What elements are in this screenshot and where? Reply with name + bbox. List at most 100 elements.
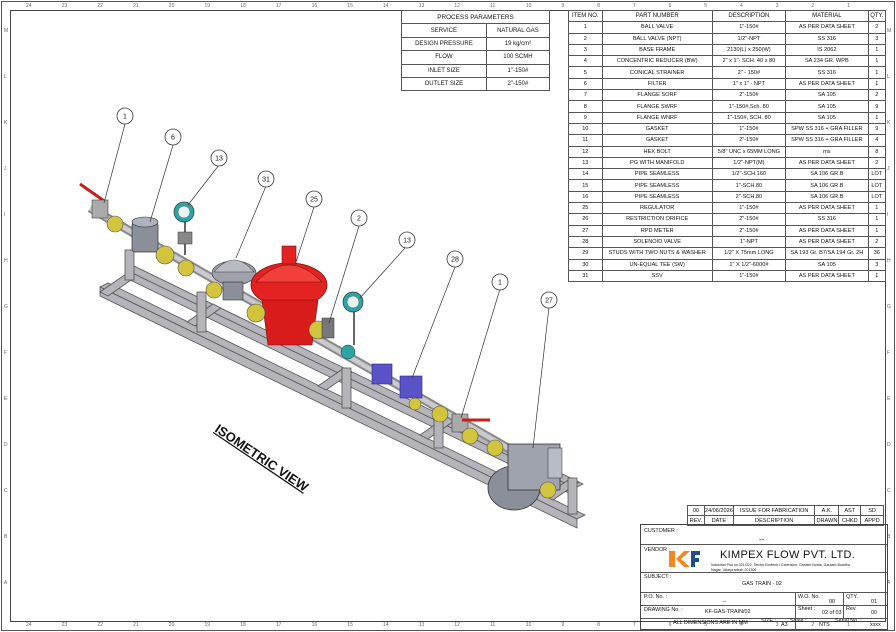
bom-header-row: ITEM NO. PART NUMBER DESCRIPTION MATERIA… xyxy=(568,9,887,23)
scale-label: Scale : xyxy=(790,618,807,624)
callout-bubble: 2 xyxy=(350,209,368,227)
callout-circle xyxy=(257,170,275,188)
zone-letter: E xyxy=(4,396,8,402)
callout-number: 2 xyxy=(357,215,361,222)
zone-number: 23 xyxy=(61,3,68,9)
bom-header: QTY. xyxy=(867,9,887,23)
zone-letter: E xyxy=(887,396,891,402)
zone-letter: A xyxy=(4,580,8,586)
zone-number: 19 xyxy=(204,622,211,628)
zone-letter: G xyxy=(4,304,8,310)
param-label: OUTLET SIZE xyxy=(401,76,487,92)
zone-number: 6 xyxy=(668,3,672,9)
zone-letter: M xyxy=(4,28,9,34)
bom-cell: SSV xyxy=(601,269,713,283)
wo-value: 00 xyxy=(829,599,835,605)
param-value: 2"-150# xyxy=(485,76,551,92)
bom-cell: AS PER DATA SHEET xyxy=(785,269,869,283)
company-name: KIMPEX FLOW PVT. LTD. xyxy=(720,549,856,561)
zone-letter: C xyxy=(887,488,891,494)
bom-header: PART NUMBER xyxy=(601,9,713,23)
zone-letter: J xyxy=(887,166,890,172)
zone-letter: K xyxy=(887,120,891,126)
zone-letter: F xyxy=(887,350,891,356)
zone-number: 12 xyxy=(454,3,460,9)
pressure-gauge-1 xyxy=(173,201,195,255)
vendor-label: VENDOR : xyxy=(644,547,671,553)
zone-number: 15 xyxy=(347,3,353,9)
zone-number: 15 xyxy=(347,622,353,628)
callout-bubble: 31 xyxy=(257,170,275,188)
zone-number: 18 xyxy=(240,3,246,9)
callout-circle xyxy=(446,250,464,268)
zone-number: 6 xyxy=(668,622,672,628)
zone-letter: C xyxy=(4,488,8,494)
zone-letter: I xyxy=(4,212,6,218)
zone-letter: B xyxy=(887,534,891,540)
sheet-label: Sheet : xyxy=(798,606,816,612)
callout-circle xyxy=(305,190,323,208)
zone-number: 18 xyxy=(240,622,246,628)
drawn-header: DRAWN xyxy=(814,515,840,526)
ball-valve-inlet xyxy=(79,182,124,233)
divider xyxy=(795,592,796,629)
sheet-value: 02 of 03 xyxy=(822,610,842,616)
zone-letter: F xyxy=(4,350,8,356)
po-label: P.O. No. : xyxy=(644,594,667,600)
bill-of-materials-table: ITEM NO. PART NUMBER DESCRIPTION MATERIA… xyxy=(568,9,887,283)
zone-letter: M xyxy=(887,28,892,34)
zone-letter: D xyxy=(887,442,891,448)
bom-cell: 1 xyxy=(867,269,887,283)
view-label: ISOMETRIC VIEW xyxy=(212,421,311,495)
zone-number: 3 xyxy=(775,3,779,9)
bom-cell: 36 xyxy=(867,247,887,260)
zone-number: 4 xyxy=(740,622,743,628)
callout-number: 13 xyxy=(215,155,223,162)
rev-value: 00 xyxy=(871,610,877,616)
vendor-row xyxy=(641,544,887,545)
dims-row xyxy=(641,618,887,619)
zone-number: 17 xyxy=(275,622,282,628)
zone-number: 10 xyxy=(525,3,532,9)
zone-number: 17 xyxy=(275,3,282,9)
callout-number: 25 xyxy=(310,196,318,203)
logo-mark xyxy=(669,551,700,567)
solenoid-valves xyxy=(371,363,423,411)
zone-number: 10 xyxy=(525,622,532,628)
description-cell: ISSUE FOR FABRICATION xyxy=(732,505,816,516)
subject-label: SUBJECT : xyxy=(644,574,672,580)
param-value: 1"-150# xyxy=(485,63,551,78)
dims-note: ALL DIMENSIONS ARE IN MM xyxy=(673,620,748,626)
drawing-label: DRAWING No. : xyxy=(644,607,683,613)
customer-label: CUSTOMER : xyxy=(644,528,678,534)
zone-number: 8 xyxy=(597,3,600,9)
callout-number: 13 xyxy=(403,237,411,244)
company-logo xyxy=(667,549,701,569)
callout-circle xyxy=(350,209,368,227)
bom-cell: 2"-150# xyxy=(711,224,787,237)
date-header: DATE xyxy=(703,515,734,526)
revision-header-row: REV. DATE DESCRIPTION DRAWN CHKD APPD xyxy=(687,515,884,526)
drawing-number: KF-GAS-TRAIN/02 xyxy=(705,609,751,615)
callout-bubble: 25 xyxy=(305,190,323,208)
size-label: SIZE : xyxy=(761,618,776,624)
zone-number: 22 xyxy=(97,622,103,628)
zone-letter: H xyxy=(887,258,891,264)
revision-table: 00 24/06/2026 ISSUE FOR FABRICATION A.K.… xyxy=(687,505,884,526)
zone-number: 2 xyxy=(811,622,815,628)
zone-letter: G xyxy=(887,304,891,310)
date-cell: 24/06/2026 xyxy=(703,505,734,516)
appd-cell: SD xyxy=(860,505,884,516)
zone-number: 9 xyxy=(561,3,565,9)
callout-bubble: 1 xyxy=(116,107,134,125)
zone-letter: I xyxy=(887,212,889,218)
